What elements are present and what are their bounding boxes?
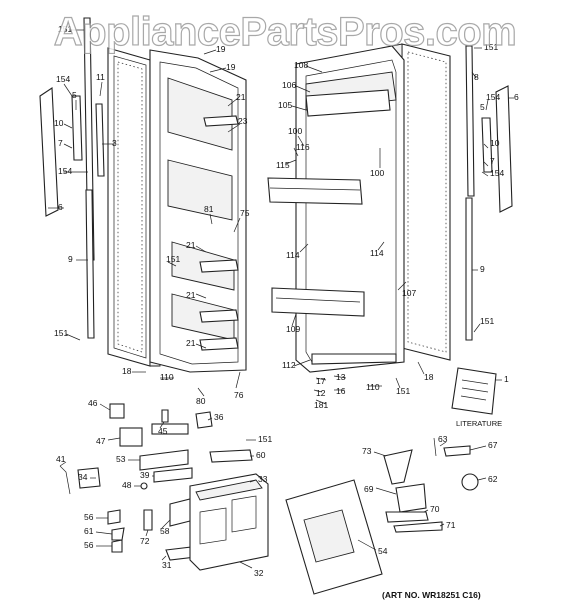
callout-1: 1 bbox=[504, 374, 509, 384]
callout-114-right: 114 bbox=[370, 248, 384, 258]
callout-41: 41 bbox=[56, 454, 66, 464]
callout-100: 100 bbox=[288, 126, 302, 136]
callout-75: 75 bbox=[240, 208, 250, 218]
callout-72: 72 bbox=[140, 536, 150, 546]
callout-56: 56 bbox=[84, 512, 94, 522]
callout-48: 48 bbox=[122, 480, 132, 490]
callout-109: 109 bbox=[286, 324, 300, 334]
freezer-door-liner bbox=[149, 49, 247, 373]
callout-6: 6 bbox=[58, 202, 63, 212]
callout-105: 105 bbox=[278, 100, 292, 110]
leader-lines bbox=[48, 29, 514, 569]
callout-46: 46 bbox=[88, 398, 98, 408]
callout-18-right: 18 bbox=[424, 372, 434, 382]
callout-36: 36 bbox=[214, 412, 224, 422]
callout-61: 61 bbox=[84, 526, 94, 536]
callout-10-right: 10 bbox=[490, 138, 500, 148]
callout-151-lower: 151 bbox=[54, 328, 68, 338]
callout-21: 21 bbox=[236, 92, 246, 102]
callout-34: 34 bbox=[78, 472, 88, 482]
callout-76: 76 bbox=[234, 390, 244, 400]
callout-114: 114 bbox=[286, 250, 300, 260]
callout-7: 7 bbox=[58, 138, 63, 148]
callout-45: 45 bbox=[158, 426, 168, 436]
callout-62: 62 bbox=[488, 474, 498, 484]
callout-47: 47 bbox=[96, 436, 106, 446]
callout-110: 110 bbox=[160, 372, 174, 382]
dispenser-cover-parts bbox=[285, 437, 479, 595]
right-handle-trim bbox=[465, 45, 513, 341]
callout-5: 5 bbox=[72, 90, 77, 100]
callout-16: 16 bbox=[336, 386, 346, 396]
callout-108: 108 bbox=[294, 60, 308, 70]
callout-54: 54 bbox=[378, 546, 388, 556]
callout-100-right: 100 bbox=[370, 168, 384, 178]
left-handle-trim bbox=[39, 17, 105, 339]
callout-12: 12 bbox=[316, 388, 326, 398]
callout-17: 17 bbox=[316, 376, 326, 386]
callout-10: 10 bbox=[54, 118, 64, 128]
callout-154-right-lower: 154 bbox=[490, 168, 504, 178]
dispenser-parts bbox=[59, 403, 269, 571]
callout-151-mid: 151 bbox=[166, 254, 180, 264]
callout-69: 69 bbox=[364, 484, 374, 494]
callout-70: 70 bbox=[430, 504, 440, 514]
callout-13: 13 bbox=[336, 372, 346, 382]
callout-19: 19 bbox=[216, 44, 226, 54]
callout-73: 73 bbox=[362, 446, 372, 456]
callout-33: 33 bbox=[258, 474, 268, 484]
literature-label: LITERATURE bbox=[456, 419, 502, 428]
fresh-food-door-bins bbox=[267, 89, 397, 365]
callout-8: 8 bbox=[474, 72, 479, 82]
callout-9: 9 bbox=[68, 254, 73, 264]
callout-11: 11 bbox=[96, 72, 105, 82]
callout-19-second: 19 bbox=[226, 62, 236, 72]
callout-181: 181 bbox=[314, 400, 328, 410]
callout-112: 112 bbox=[282, 360, 296, 370]
callout-23: 23 bbox=[238, 116, 248, 126]
callout-53: 53 bbox=[116, 454, 126, 464]
callout-151-right: 151 bbox=[480, 316, 494, 326]
literature-booklet bbox=[451, 367, 497, 415]
callout-21-c: 21 bbox=[186, 290, 196, 300]
callout-151-bottom: 151 bbox=[258, 434, 272, 444]
callout-154-lower: 154 bbox=[58, 166, 72, 176]
callout-32: 32 bbox=[254, 568, 264, 578]
callout-31: 31 bbox=[162, 560, 172, 570]
callout-7-right: 7 bbox=[490, 156, 495, 166]
callout-151-right-top: 151 bbox=[484, 42, 498, 52]
callout-6-right: 6 bbox=[514, 92, 519, 102]
callout-151: 151 bbox=[58, 24, 72, 34]
callout-58: 58 bbox=[160, 526, 170, 536]
callout-63: 63 bbox=[438, 434, 448, 444]
callout-labels: 151 11 154 5 10 7 3 154 6 9 151 19 19 21… bbox=[54, 24, 519, 600]
art-number: (ART NO. WR18251 C16) bbox=[382, 590, 481, 600]
callout-154-right: 154 bbox=[486, 92, 500, 102]
callout-81: 81 bbox=[204, 204, 214, 214]
freezer-door-shelf bbox=[199, 115, 239, 351]
callout-60: 60 bbox=[256, 450, 266, 460]
callout-80: 80 bbox=[196, 396, 206, 406]
callout-21-b: 21 bbox=[186, 240, 196, 250]
callout-107: 107 bbox=[402, 288, 416, 298]
callout-115: 115 bbox=[276, 160, 290, 170]
callout-3: 3 bbox=[112, 138, 117, 148]
callout-9-right: 9 bbox=[480, 264, 485, 274]
callout-67: 67 bbox=[488, 440, 498, 450]
callout-21-d: 21 bbox=[186, 338, 196, 348]
callout-151-right-bottom: 151 bbox=[396, 386, 410, 396]
callout-110-right: 110 bbox=[366, 382, 380, 392]
callout-71: 71 bbox=[446, 520, 456, 530]
callout-5-right: 5 bbox=[480, 102, 485, 112]
callout-56-second: 56 bbox=[84, 540, 94, 550]
callout-18: 18 bbox=[122, 366, 132, 376]
callout-116: 116 bbox=[296, 142, 310, 152]
callout-106: 106 bbox=[282, 80, 296, 90]
callout-39: 39 bbox=[140, 470, 150, 480]
callout-154: 154 bbox=[56, 74, 70, 84]
